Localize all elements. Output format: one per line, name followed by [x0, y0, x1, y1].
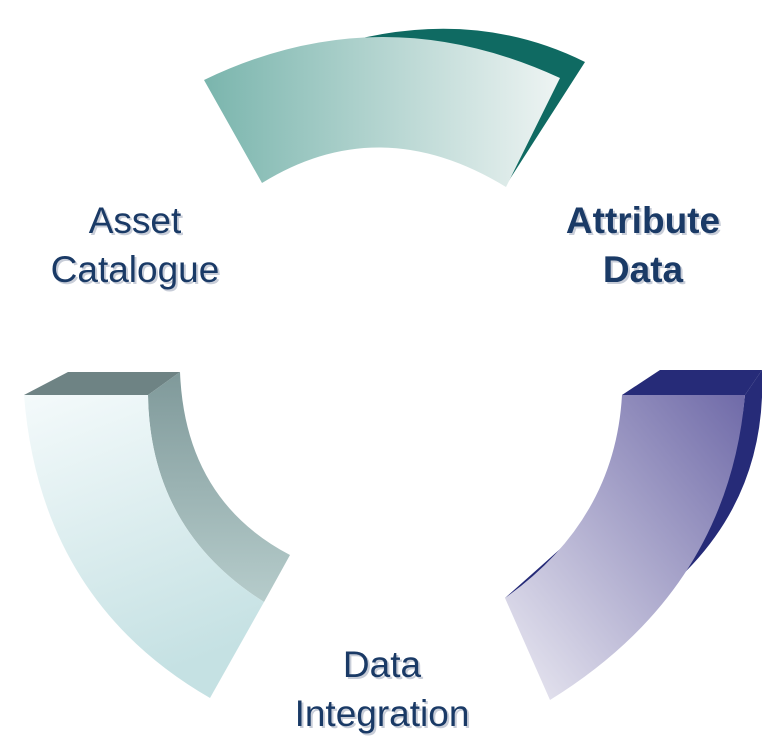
left-arc-top [24, 372, 180, 395]
right-arc-top [622, 370, 762, 395]
label-data-integration-line2: Integration [294, 693, 470, 734]
left-arc-side [148, 372, 290, 602]
label-attribute-data: Attribute Data [532, 196, 754, 294]
label-attribute-data-line2: Data [602, 249, 684, 290]
label-attribute-data-line1: Attribute [565, 200, 721, 241]
label-asset-catalogue: Asset Catalogue [30, 196, 240, 294]
right-arc-segment [505, 370, 762, 700]
top-arc-face [204, 36, 560, 187]
label-data-integration-line1: Data [342, 644, 422, 685]
left-arc-face [24, 395, 264, 698]
label-asset-catalogue-line2: Catalogue [50, 249, 220, 290]
top-arc-segment [204, 28, 585, 187]
left-arc-segment [24, 372, 290, 698]
right-arc-face [505, 395, 745, 700]
label-asset-catalogue-line1: Asset [88, 200, 182, 241]
label-data-integration: Data Integration [262, 640, 502, 738]
